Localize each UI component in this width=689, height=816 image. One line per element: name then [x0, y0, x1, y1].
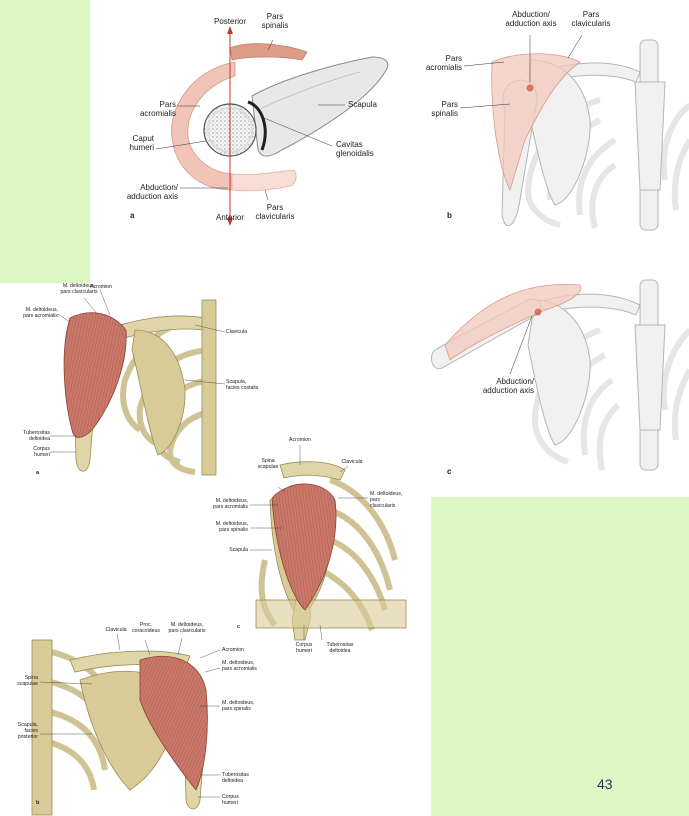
panel-letter-c-right: c	[447, 467, 452, 476]
label-pars-spinalis-b: Pars spinalis	[431, 100, 458, 118]
cross-section-diagram	[155, 26, 389, 226]
label-abduction-axis-a: Abduction/ adduction axis	[126, 183, 178, 201]
label-lat-pars-spinalis: M. deltoideus, pars spinalis	[215, 521, 248, 533]
label-post-pars-clavicularis: M. deltoideus, pars clavicularis	[168, 622, 206, 634]
label-post-pars-spinalis: M. deltoideus, pars spinalis	[222, 700, 255, 712]
label-post-spina: Spina scapulae	[17, 675, 38, 687]
posterior-shoulder-b	[31, 633, 221, 816]
label-abduction-axis-b: Abduction/ adduction axis	[505, 10, 557, 28]
label-ant-corpus: Corpus humeri	[33, 446, 50, 458]
panel-letter-ant-a: a	[36, 470, 40, 476]
label-anterior: Anterior	[215, 213, 244, 222]
label-post-scapula-facies-posterior: Scapula, facies posterior	[17, 722, 38, 740]
panel-letter-top-a: a	[130, 211, 135, 220]
label-caput-humeri: Caput humeri	[129, 134, 154, 152]
label-post-acromion: Acromion	[222, 647, 244, 653]
label-ant-tuberositas: Tuberositas deltoidea	[23, 430, 50, 442]
panel-letter-top-b: b	[447, 211, 452, 220]
anterior-shoulder-a	[50, 289, 226, 476]
label-ant-pars-acromialis: M. deltoideus, pars acromialis	[23, 307, 58, 319]
label-cavitas-glenoidalis: Cavitas glenoidalis	[336, 140, 374, 158]
label-lat-clavicula: Clavicula	[341, 459, 363, 465]
label-scapula-a: Scapula	[348, 100, 377, 109]
label-lat-acromion: Acromion	[289, 437, 311, 443]
label-pars-spinalis-a: Pars spinalis	[261, 12, 289, 30]
label-post-tuberositas: Tuberositas deltoidea	[222, 772, 249, 784]
label-pars-acromialis-b: Pars acromialis	[425, 54, 462, 72]
label-post-proc-coracoideus: Proc. coracoideus	[132, 622, 160, 634]
page-number: 43	[597, 776, 613, 792]
label-lat-scapula: Scapula	[229, 547, 248, 553]
thorax-front-c	[431, 279, 689, 471]
label-post-clavicula: Clavicula	[105, 627, 127, 633]
label-post-corpus: Corpus humeri	[222, 794, 239, 806]
label-post-pars-acromialis: M. deltoideus, pars acromialis	[222, 660, 257, 672]
lateral-shoulder-c	[250, 445, 407, 641]
green-panel-top-left	[0, 0, 90, 283]
green-panel-bottom-right	[431, 497, 689, 816]
thorax-front-b	[459, 34, 689, 231]
label-lat-pars-clavicularis: M. deltoideus, pars clavicularis	[370, 491, 403, 509]
label-abduction-axis-c: Abduction/ adduction axis	[482, 377, 534, 395]
label-lat-spina: Spina scapulae	[257, 458, 279, 470]
label-pars-acromialis-a: Pars acromialis	[139, 100, 176, 118]
label-lat-corpus: Corpus humeri	[295, 642, 313, 654]
label-ant-pars-clavicularis: M. deltoideus, pars clavicularis	[60, 283, 98, 295]
label-pars-clavicularis-b: Pars clavicularis	[571, 10, 611, 28]
label-lat-tuberositas: Tuberositas deltoidea	[326, 642, 354, 654]
label-lat-pars-acromialis: M. deltoideus, pars acromialis	[213, 498, 248, 510]
label-ant-scapula-facies-costalis: Scapula, facies costalis	[226, 379, 259, 391]
panel-letter-lat-c: c	[237, 624, 241, 630]
label-posterior: Posterior	[213, 17, 246, 26]
label-ant-clavicula: Clavicula	[226, 329, 248, 335]
panel-letter-post-b: b	[36, 800, 40, 806]
label-pars-clavicularis-a: Pars clavicularis	[255, 203, 295, 221]
label-ant-acromion: Acromion	[90, 284, 112, 290]
